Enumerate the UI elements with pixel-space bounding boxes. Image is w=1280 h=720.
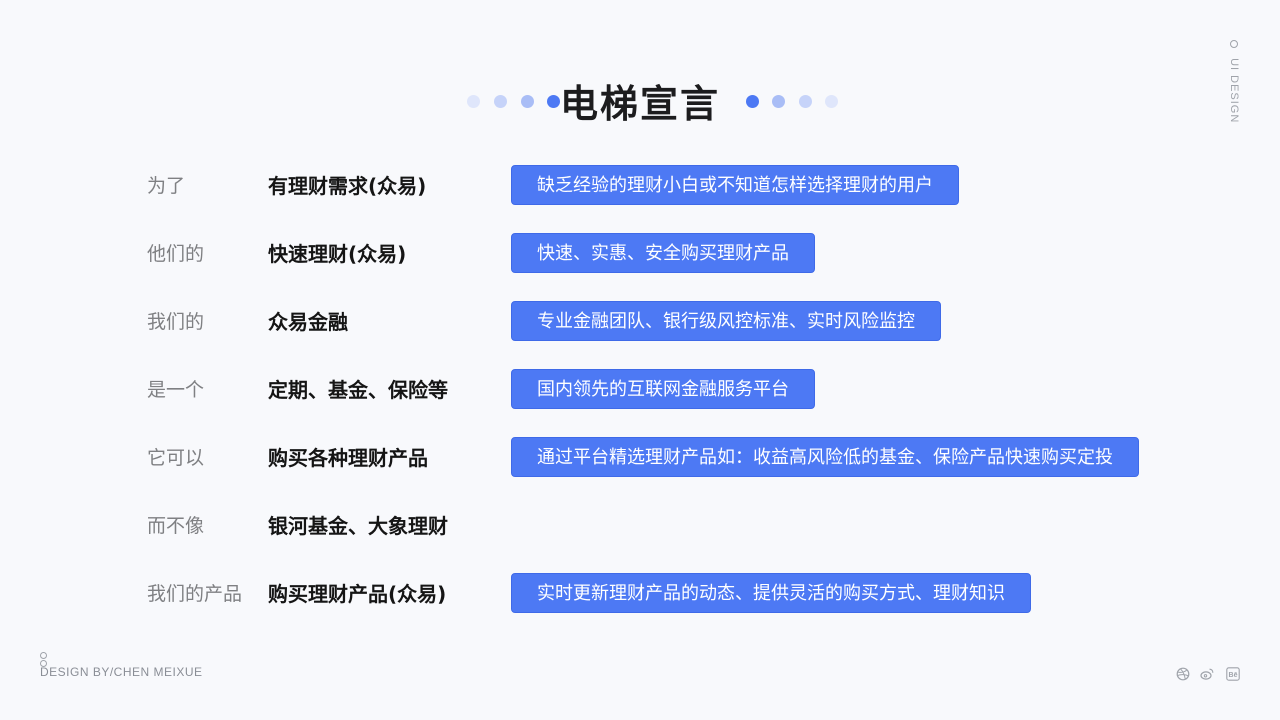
row-label: 为了 xyxy=(147,175,186,197)
row-tag: 专业金融团队、银行级风控标准、实时风险监控 xyxy=(511,301,941,341)
dribbble-icon[interactable] xyxy=(1176,667,1190,681)
row-value: 购买理财产品(众易) xyxy=(268,582,447,606)
decor-dot xyxy=(494,95,507,108)
row-label: 是一个 xyxy=(147,379,205,401)
row-value: 有理财需求(众易) xyxy=(268,174,427,198)
decor-dot xyxy=(521,95,534,108)
decor-dot xyxy=(799,95,812,108)
row-value: 定期、基金、保险等 xyxy=(268,378,448,402)
statement-row: 为了 有理财需求(众易) 缺乏经验的理财小白或不知道怎样选择理财的用户 xyxy=(0,165,1280,207)
row-label: 我们的产品 xyxy=(147,583,243,605)
row-tag: 缺乏经验的理财小白或不知道怎样选择理财的用户 xyxy=(511,165,959,205)
row-value: 快速理财(众易) xyxy=(268,242,407,266)
statement-row: 我们的产品 购买理财产品(众易) 实时更新理财产品的动态、提供灵活的购买方式、理… xyxy=(0,573,1280,615)
side-label-text: UI DESIGN xyxy=(1228,58,1240,124)
weibo-icon[interactable] xyxy=(1200,667,1214,681)
row-tag: 国内领先的互联网金融服务平台 xyxy=(511,369,815,409)
statement-row: 是一个 定期、基金、保险等 国内领先的互联网金融服务平台 xyxy=(0,369,1280,411)
statement-row: 我们的 众易金融 专业金融团队、银行级风控标准、实时风险监控 xyxy=(0,301,1280,343)
statement-row: 它可以 购买各种理财产品 通过平台精选理财产品如：收益高风险低的基金、保险产品快… xyxy=(0,437,1280,479)
row-label: 我们的 xyxy=(147,311,205,333)
decor-dot xyxy=(547,95,560,108)
svg-text:Bē: Bē xyxy=(1229,672,1238,679)
behance-icon[interactable]: Bē xyxy=(1226,667,1240,681)
side-label: UI DESIGN xyxy=(1226,40,1240,123)
footer-rings-icon xyxy=(40,652,48,668)
ring-icon xyxy=(1230,40,1238,48)
statement-row: 而不像 银河基金、大象理财 xyxy=(0,505,1280,547)
row-label: 他们的 xyxy=(147,243,205,265)
row-tag: 通过平台精选理财产品如：收益高风险低的基金、保险产品快速购买定投 xyxy=(511,437,1139,477)
row-label: 而不像 xyxy=(147,515,205,537)
row-tag: 快速、实惠、安全购买理财产品 xyxy=(511,233,815,273)
footer-credit: DESIGN BY/CHEN MEIXUE xyxy=(40,665,203,679)
row-label: 它可以 xyxy=(147,447,205,469)
row-value: 银河基金、大象理财 xyxy=(268,514,448,538)
decor-dot xyxy=(825,95,838,108)
page-title: 电梯宣言 xyxy=(559,82,720,126)
title-area: 电梯宣言 xyxy=(0,76,1280,132)
decor-dot xyxy=(467,95,480,108)
row-value: 购买各种理财产品 xyxy=(268,446,428,470)
row-tag: 实时更新理财产品的动态、提供灵活的购买方式、理财知识 xyxy=(511,573,1031,613)
statement-row: 他们的 快速理财(众易) 快速、实惠、安全购买理财产品 xyxy=(0,233,1280,275)
decor-dot xyxy=(772,95,785,108)
decor-dot xyxy=(746,95,759,108)
row-value: 众易金融 xyxy=(268,310,348,334)
